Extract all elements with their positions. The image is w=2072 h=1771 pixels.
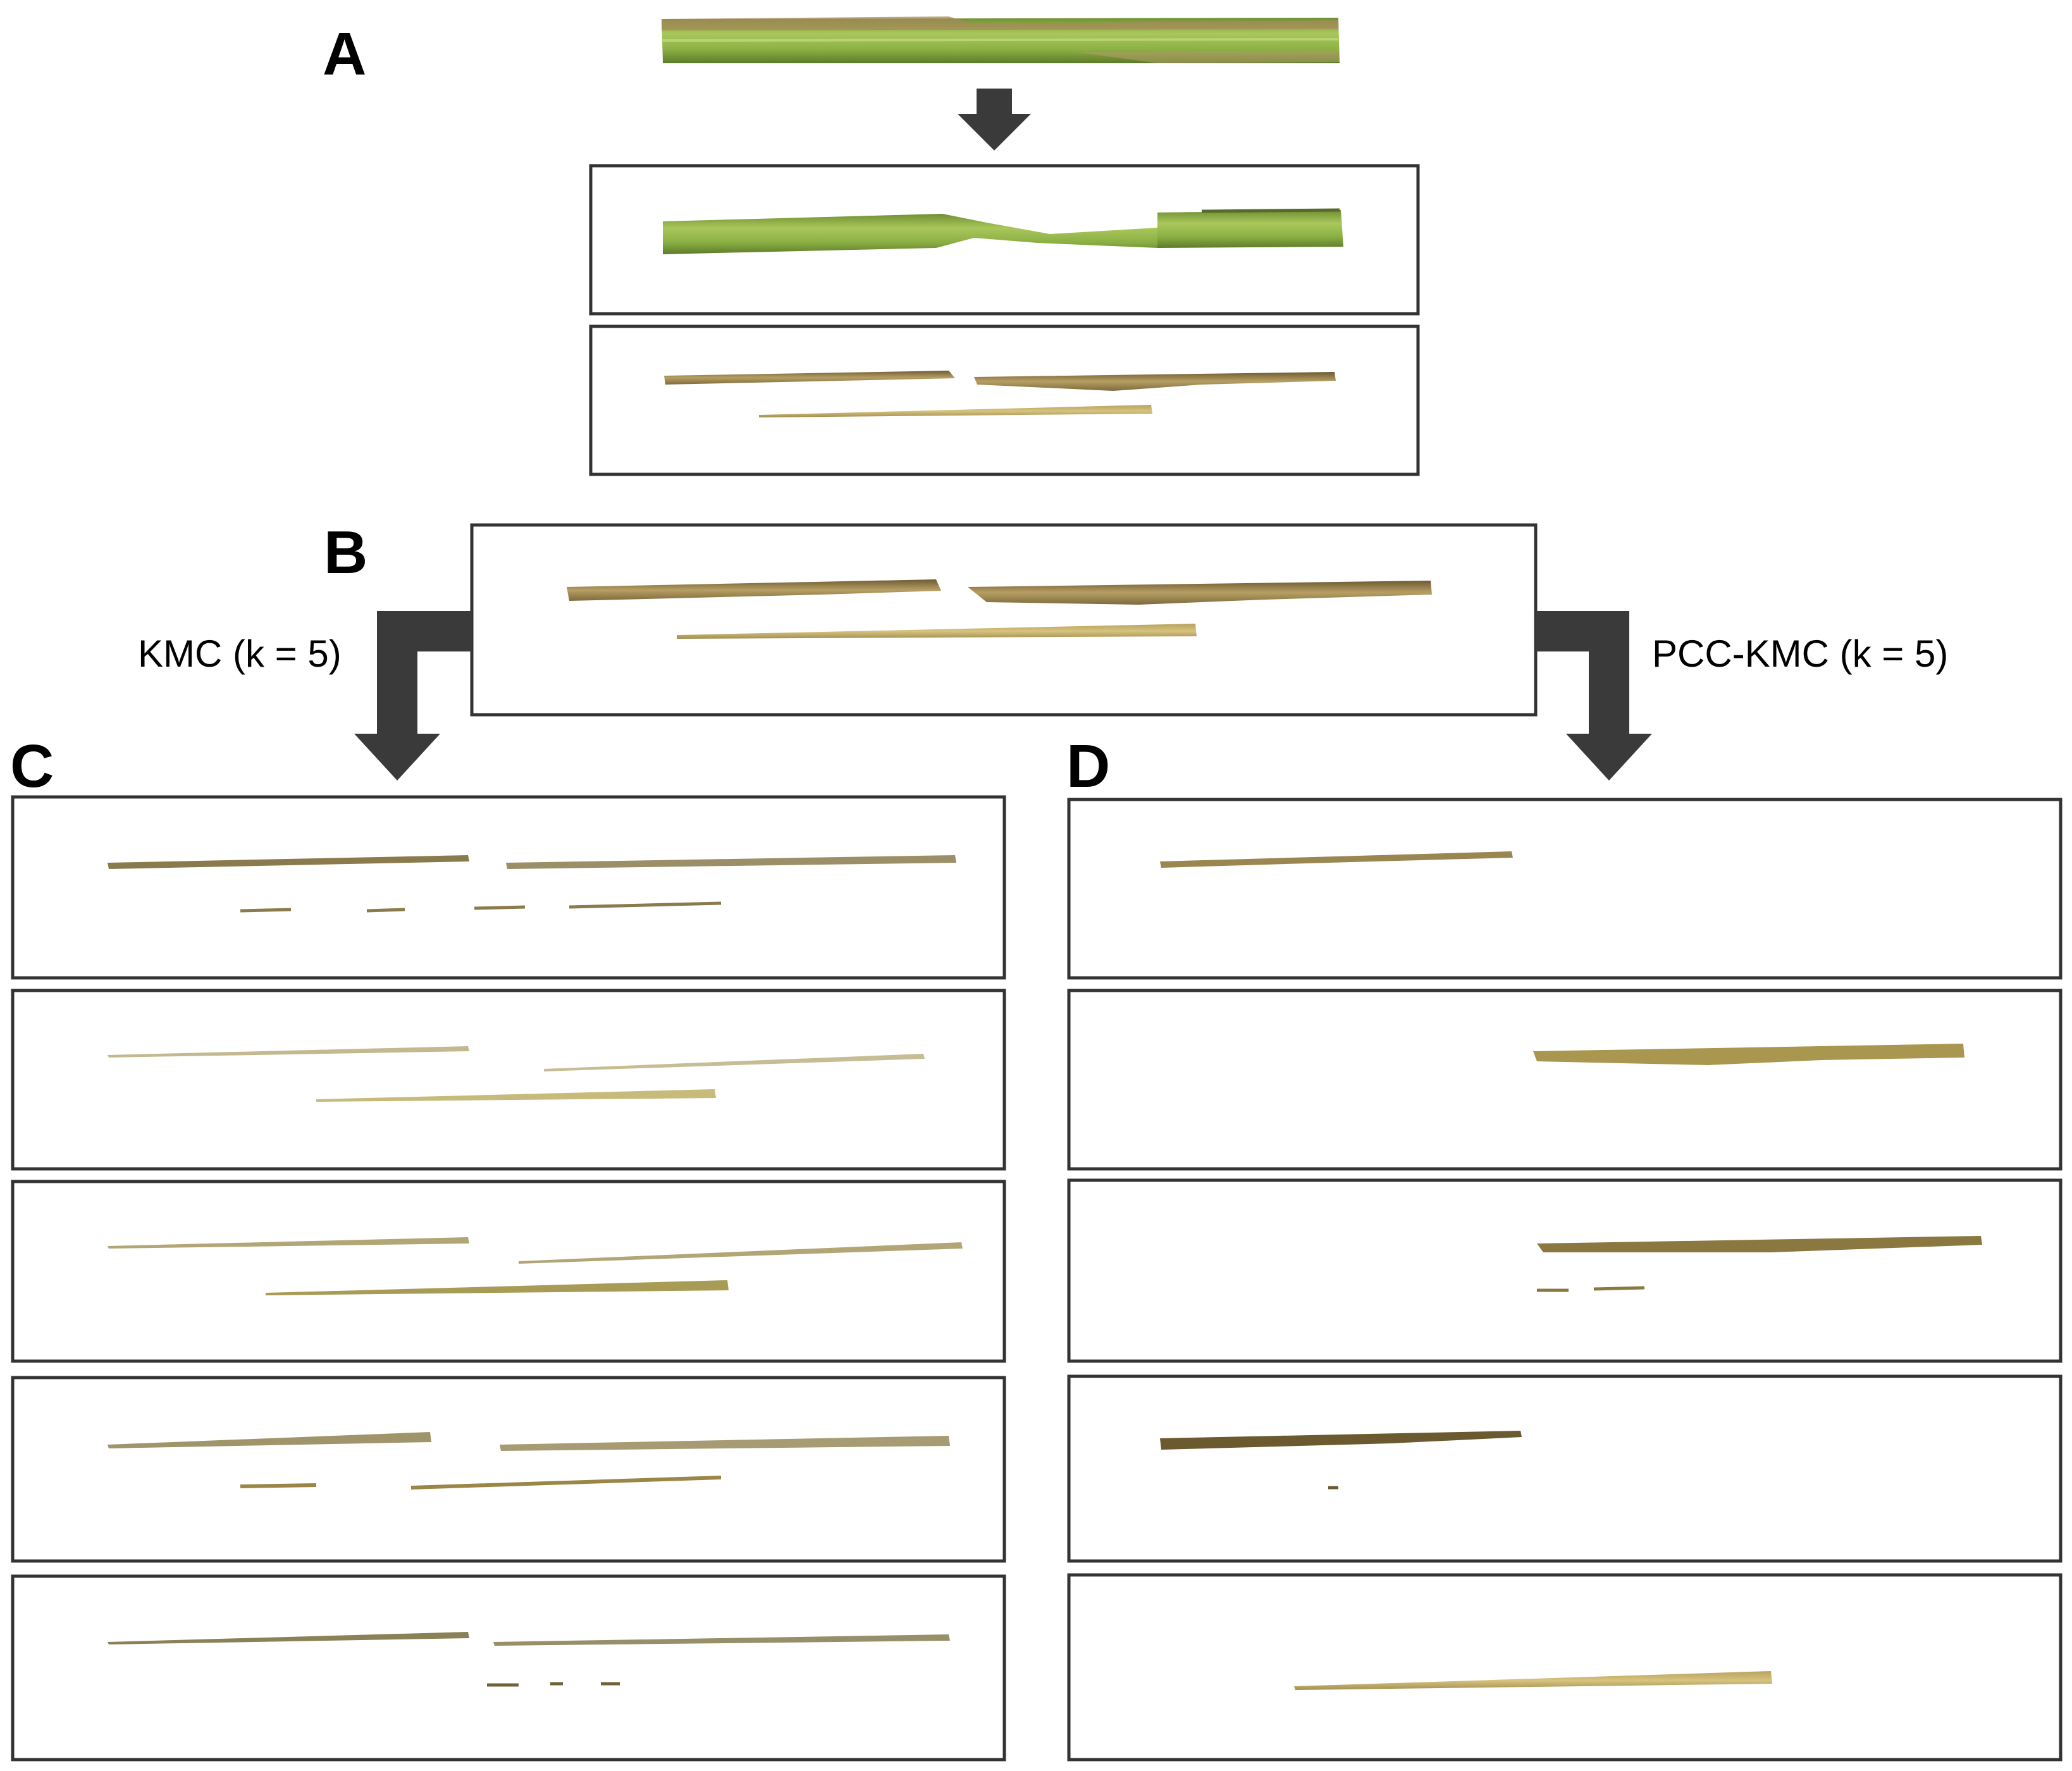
merged-stem-image <box>567 579 1432 639</box>
cluster-box-brown <box>589 324 1420 476</box>
original-stem-image <box>661 16 1340 63</box>
kmc-arrow <box>354 611 472 781</box>
down-arrow-a <box>958 89 1031 151</box>
pcc-kmc-cluster-2 <box>1067 989 2063 1171</box>
panel-label-d: D <box>1066 732 1110 800</box>
panel-label-c: C <box>10 732 54 800</box>
kmc-cluster-2 <box>11 989 1006 1171</box>
pcc-kmc-cluster-1 <box>1067 798 2063 980</box>
kmc-label: KMC (k = 5) <box>138 632 342 675</box>
panel-label-a: A <box>323 20 366 88</box>
pcc-kmc-cluster-4 <box>1067 1374 2063 1563</box>
merged-box-b <box>470 523 1538 717</box>
kmc-cluster-3 <box>11 1180 1006 1363</box>
pcc-kmc-arrow <box>1536 611 1652 781</box>
kmc-cluster-1 <box>11 795 1006 980</box>
pcc-kmc-cluster-3 <box>1067 1178 2063 1363</box>
green-stem-segment <box>663 208 1343 254</box>
kmc-cluster-5 <box>11 1574 1006 1762</box>
pcc-kmc-label: PCC-KMC (k = 5) <box>1652 632 1948 675</box>
pcc-kmc-cluster-5 <box>1067 1573 2063 1762</box>
kmc-cluster-4 <box>11 1376 1006 1563</box>
brown-stem-segment <box>664 371 1336 417</box>
panel-label-b: B <box>324 519 367 586</box>
